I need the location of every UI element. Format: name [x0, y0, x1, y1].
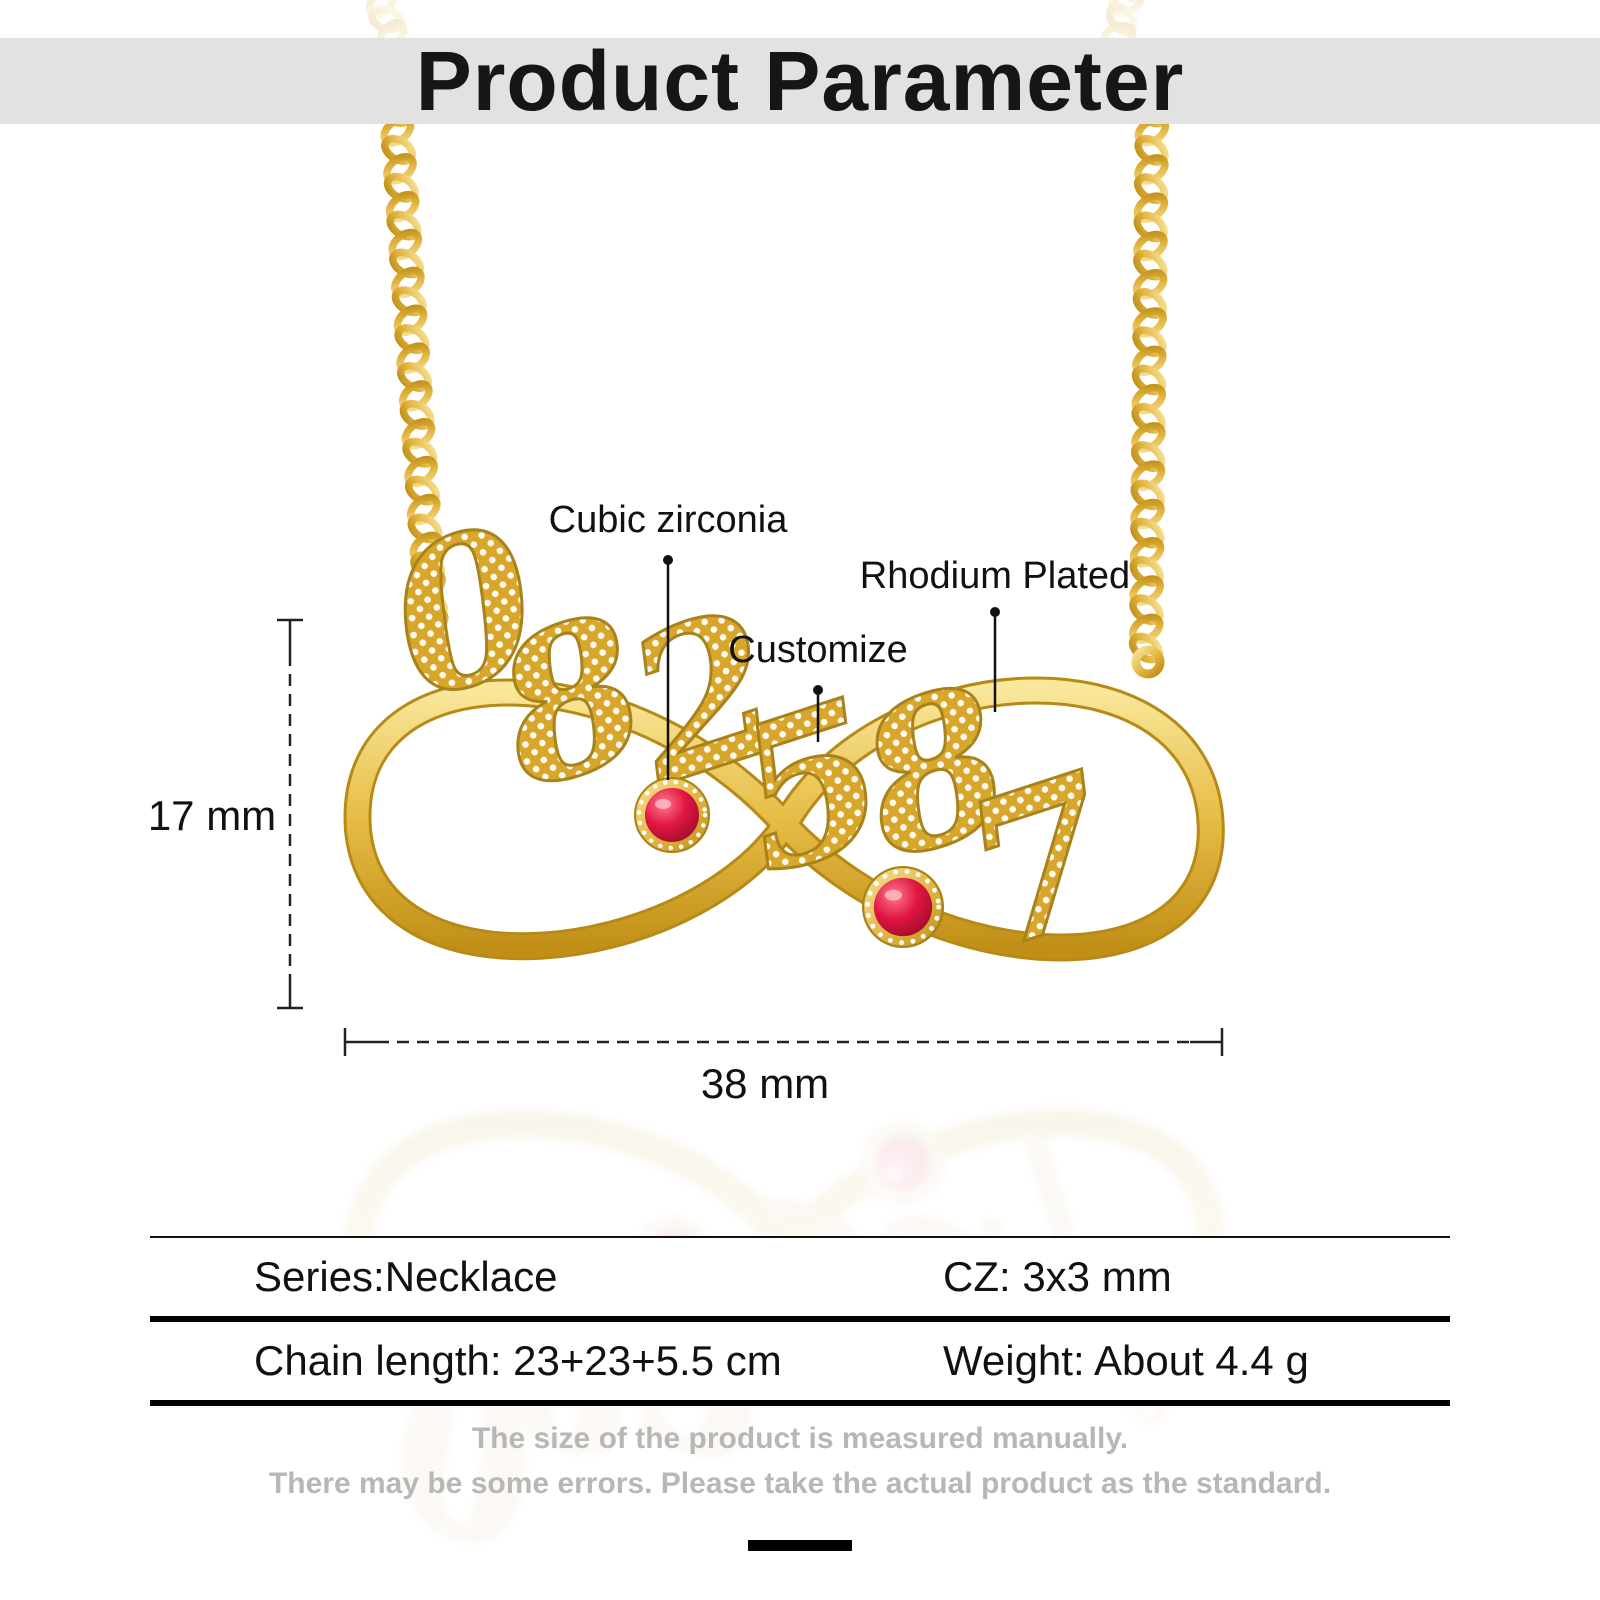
right-bail-ring: [1131, 645, 1165, 679]
table-rule-bottom: [150, 1400, 1450, 1406]
customize-label: Customize: [728, 629, 908, 671]
height-label: 17 mm: [148, 792, 276, 839]
annotation-cubic-zirconia: Cubic zirconia: [549, 499, 789, 780]
spec-row-2: Chain length: 23+23+5.5 cm Weight: About…: [150, 1322, 1450, 1400]
ruby-gem-left: [634, 777, 710, 853]
measure-height: [277, 618, 303, 1010]
rhodium-plated-label: Rhodium Plated: [860, 555, 1130, 597]
bottom-bar: [748, 1540, 852, 1551]
ruby-gem-right: [861, 865, 945, 949]
spec-cz: CZ: 3x3 mm: [943, 1253, 1172, 1300]
spec-table: Series:Necklace CZ: 3x3 mm Chain length:…: [150, 1236, 1450, 1406]
header-bar: Product Parameter: [0, 34, 1600, 128]
table-rule-top: [150, 1236, 1450, 1238]
right-chain: [1128, 96, 1170, 664]
disclaimer: The size of the product is measured manu…: [0, 1416, 1600, 1506]
table-rule-middle: [150, 1316, 1450, 1322]
page-title: Product Parameter: [415, 33, 1185, 128]
measure-width: [343, 1028, 1224, 1056]
spec-chain-length: Chain length: 23+23+5.5 cm: [254, 1337, 782, 1384]
cubic-zirconia-label: Cubic zirconia: [549, 499, 789, 541]
spec-series: Series:Necklace: [254, 1253, 558, 1300]
disclaimer-line-2: There may be some errors. Please take th…: [268, 1467, 1332, 1500]
width-label: 38 mm: [701, 1060, 829, 1107]
spec-weight: Weight: About 4.4 g: [943, 1337, 1309, 1384]
annotation-customize: Customize: [728, 629, 908, 742]
pendant-ribbon: [346, 679, 1222, 959]
left-bail-ring: [416, 638, 450, 672]
disclaimer-line-1: The size of the product is measured manu…: [471, 1422, 1129, 1455]
spec-row-1: Series:Necklace CZ: 3x3 mm: [150, 1238, 1450, 1316]
annotation-rhodium-plated: Rhodium Plated: [860, 555, 1130, 712]
